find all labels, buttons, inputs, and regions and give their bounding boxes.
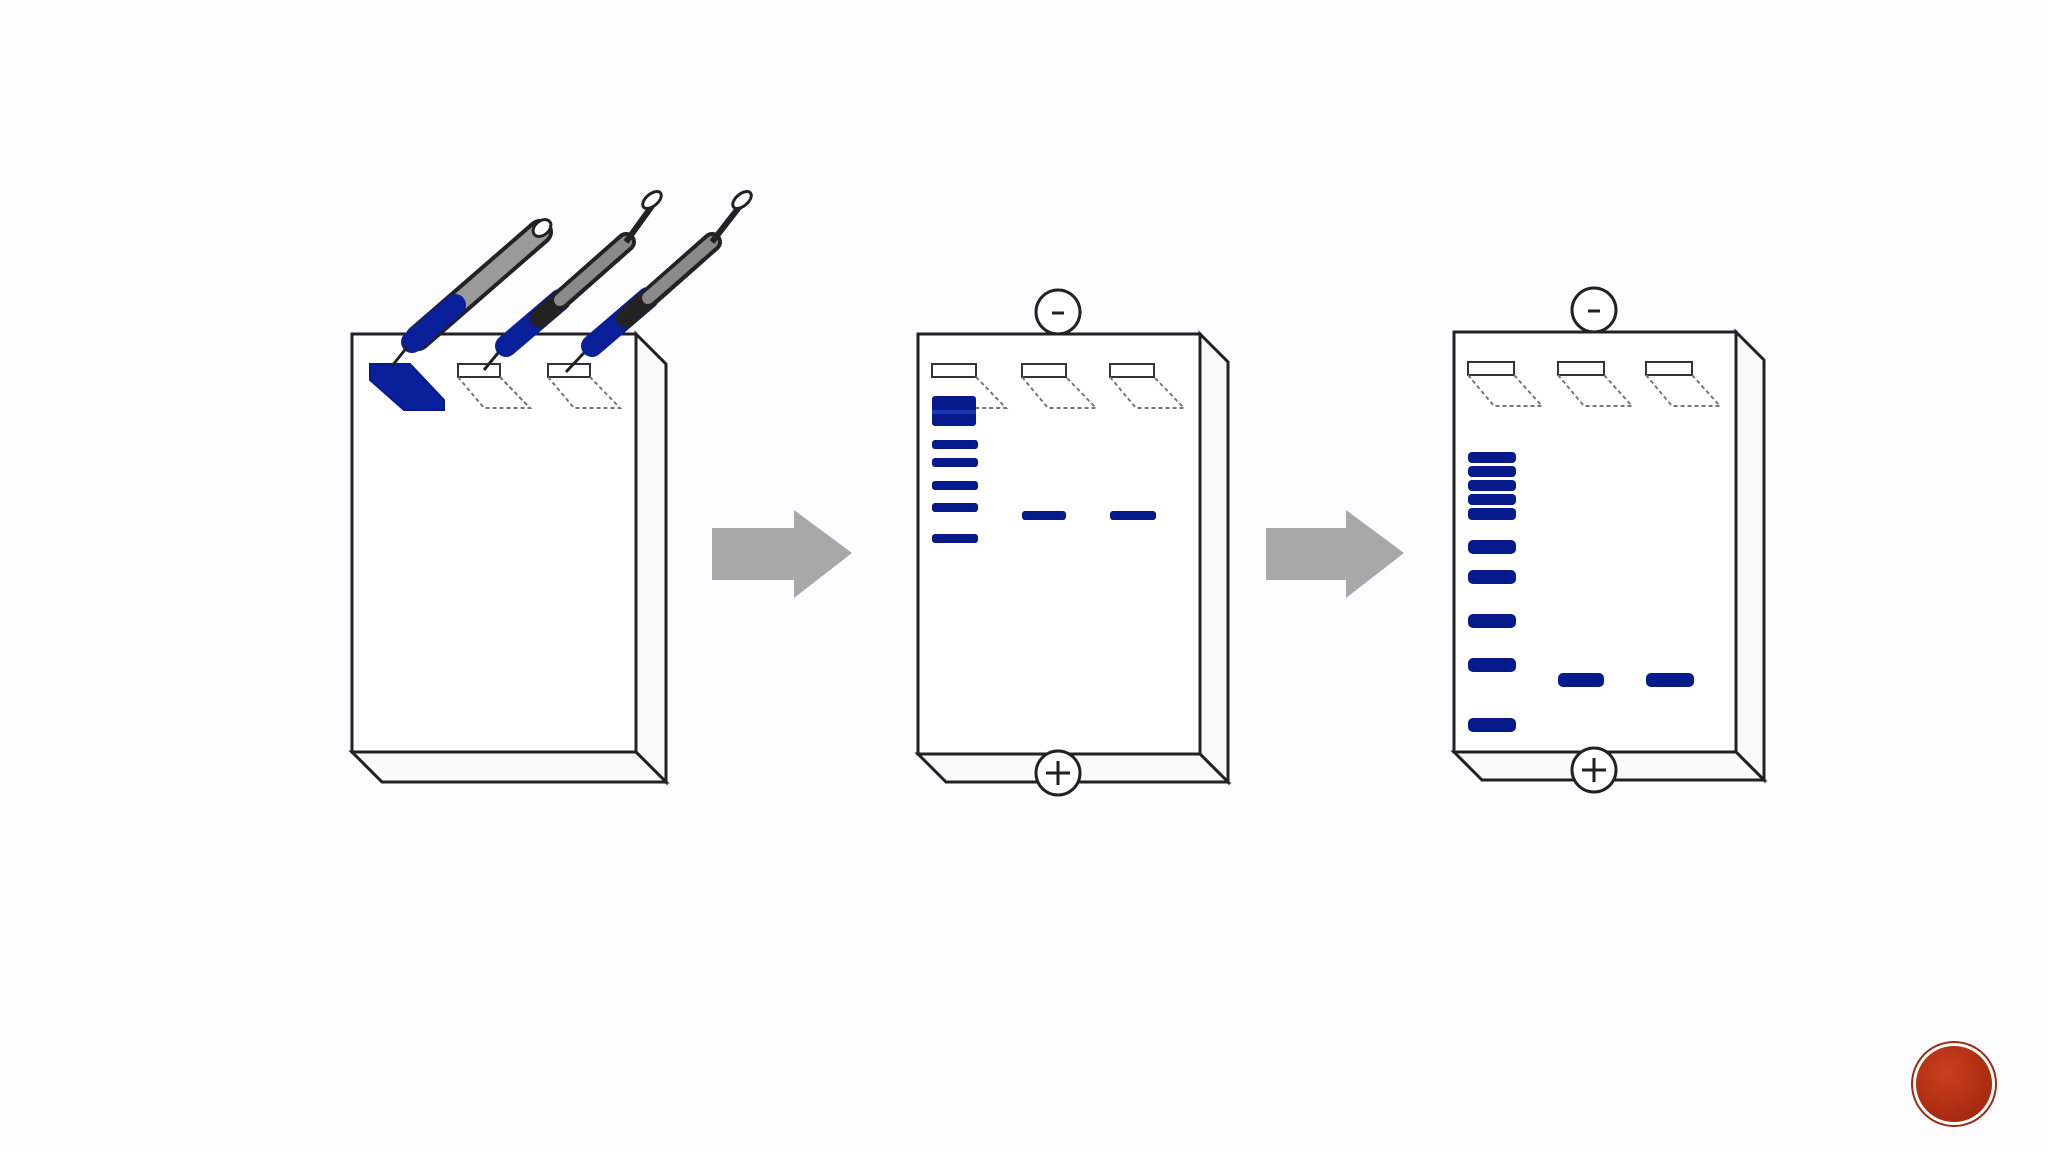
well-dotted-outline [1467,374,1545,407]
anode-terminal [1570,746,1618,794]
dna-band [1646,673,1694,687]
dna-band [1468,480,1516,491]
well-dotted-outline [1645,374,1723,407]
well [457,363,501,378]
cathode-terminal [1034,288,1082,336]
dna-bands [932,396,1156,543]
dna-band [1468,508,1516,520]
gel-side-face [1198,330,1230,786]
dna-band [1468,614,1516,628]
well [1467,361,1515,376]
dna-band [932,534,978,543]
dna-band [1468,718,1516,732]
cathode-terminal [1570,286,1618,334]
dna-band [932,410,976,414]
dna-bands [1468,452,1694,732]
dna-band [1468,658,1516,672]
loaded-sample [369,363,445,411]
well-dotted-outline [1021,376,1099,409]
gel-side-face [1734,328,1766,784]
gel-panel-late-run [1450,286,1768,794]
dna-band [932,440,978,449]
gel-panel-loading [348,190,753,786]
dna-band [1468,466,1516,477]
dna-band [1558,673,1604,687]
dna-band [1468,570,1516,584]
well [1109,363,1155,378]
well [931,363,977,378]
well-dotted-edge [499,376,531,409]
dna-band [932,458,978,467]
pipette-icon [390,218,553,367]
well-dotted-outline [1557,374,1635,407]
arrow-right-icon [712,510,852,598]
dna-band [1468,452,1516,463]
dna-band [1468,540,1516,554]
gel-side-face [634,330,668,786]
pipette-icon [482,190,663,371]
gel-wells [1467,361,1723,407]
dna-band [1022,511,1066,520]
well [1645,361,1693,376]
dna-band [932,503,978,512]
well-dotted-outline [1109,376,1187,409]
well-dotted-outline [547,376,623,409]
dna-band [1110,511,1156,520]
well [1021,363,1067,378]
slide-number-badge [1916,1046,1992,1122]
dna-band [932,481,978,490]
arrow-right-icon [1266,510,1404,598]
gel-wells [457,363,623,409]
well [1557,361,1605,376]
gel-bottom-face [348,750,670,784]
gel-panel-early-run [914,288,1232,797]
anode-terminal [1034,749,1082,797]
dna-band [1468,494,1516,505]
pipette-icon [564,190,753,374]
